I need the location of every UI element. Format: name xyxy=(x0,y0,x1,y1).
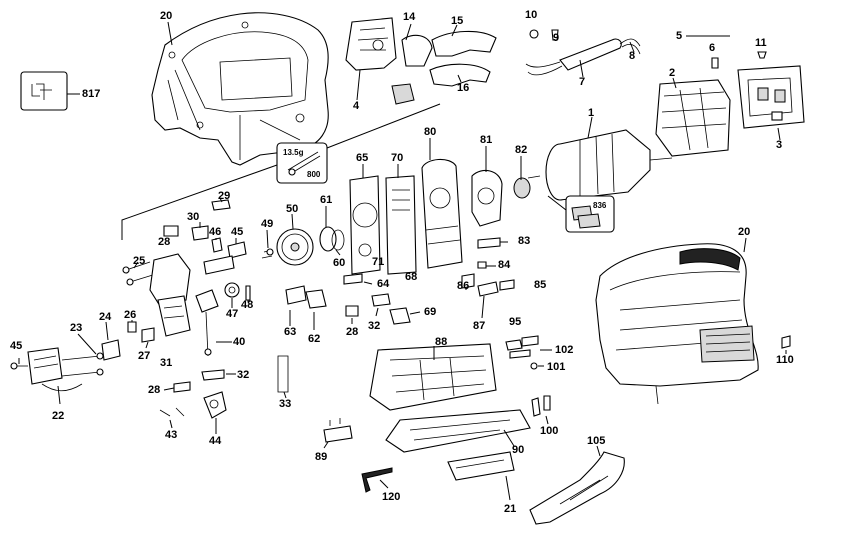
callout-100: 100 xyxy=(540,425,559,437)
callout-88: 88 xyxy=(435,336,448,348)
callout-25: 25 xyxy=(133,255,146,267)
callout-24: 24 xyxy=(99,311,112,323)
callout-63: 63 xyxy=(284,326,297,338)
callout-71: 71 xyxy=(372,256,385,268)
callout-49: 49 xyxy=(261,218,274,230)
callout-31: 31 xyxy=(160,357,173,369)
callout-4: 4 xyxy=(353,100,360,112)
callout-47: 47 xyxy=(226,308,239,320)
callout-69: 69 xyxy=(424,306,437,318)
callout-62: 62 xyxy=(308,333,321,345)
housing-half-left xyxy=(151,12,329,166)
callout-43: 43 xyxy=(165,429,178,441)
gear-plates xyxy=(349,158,531,275)
callout-14: 14 xyxy=(403,11,416,23)
callout-26: 26 xyxy=(124,309,137,321)
armature xyxy=(527,129,673,201)
callout-3: 3 xyxy=(776,139,783,151)
parts-89-120 xyxy=(323,418,393,493)
parts-lower-middle xyxy=(285,273,411,325)
callout-29: 29 xyxy=(218,190,231,202)
callout-23: 23 xyxy=(70,322,83,334)
callout-45-b: 45 xyxy=(10,340,23,352)
plunger-assembly xyxy=(122,253,251,357)
shoe-plate xyxy=(369,343,531,481)
callout-105: 105 xyxy=(587,435,606,447)
callout-27: 27 xyxy=(138,350,151,362)
callout-9: 9 xyxy=(553,32,560,44)
callout-11: 11 xyxy=(755,37,767,49)
callout-20: 20 xyxy=(160,10,173,22)
callout-46: 46 xyxy=(209,226,222,238)
callout-32: 32 xyxy=(368,320,381,332)
callout-30: 30 xyxy=(187,211,200,223)
callout-89: 89 xyxy=(315,451,328,463)
callout-101: 101 xyxy=(547,361,566,373)
callout-8: 8 xyxy=(629,50,636,62)
callout-40: 40 xyxy=(233,336,246,348)
callout-15: 15 xyxy=(451,15,464,27)
dust-nozzle xyxy=(529,451,625,525)
parts-95-102 xyxy=(505,335,551,417)
callout-28-c: 28 xyxy=(148,384,161,396)
callout-61: 61 xyxy=(320,194,333,206)
callout-64: 64 xyxy=(377,278,390,290)
callout-1: 1 xyxy=(588,107,595,119)
callout-83: 83 xyxy=(518,235,531,247)
kit-836-label: 836 xyxy=(593,201,607,210)
callout-65: 65 xyxy=(356,152,369,164)
housing-half-right xyxy=(595,243,759,405)
callout-80: 80 xyxy=(424,126,437,138)
callout-10: 10 xyxy=(525,9,538,21)
callout-7: 7 xyxy=(579,76,586,88)
parts-right-middle xyxy=(461,237,515,297)
callout-110: 110 xyxy=(776,354,794,366)
grease-part-label: 800 xyxy=(307,170,321,179)
parts-lower-left xyxy=(159,355,289,419)
callout-817: 817 xyxy=(82,88,101,100)
callout-22: 22 xyxy=(52,410,65,422)
callout-95: 95 xyxy=(509,316,522,328)
callout-28-b: 28 xyxy=(346,326,359,338)
callout-60: 60 xyxy=(333,257,346,269)
callout-16: 16 xyxy=(457,82,470,94)
callout-45: 45 xyxy=(231,226,244,238)
callout-90: 90 xyxy=(512,444,525,456)
callout-6: 6 xyxy=(709,42,716,54)
callout-68: 68 xyxy=(405,271,418,283)
callout-84: 84 xyxy=(498,259,511,271)
switch-assembly xyxy=(345,17,497,105)
callout-81: 81 xyxy=(480,134,493,146)
motor-field xyxy=(655,65,805,157)
callout-5: 5 xyxy=(676,30,683,42)
callout-48: 48 xyxy=(241,299,254,311)
callout-86: 86 xyxy=(457,280,470,292)
gears xyxy=(261,226,345,266)
callout-44: 44 xyxy=(209,435,222,447)
callout-85: 85 xyxy=(534,279,547,291)
power-cord xyxy=(525,29,641,76)
callout-87: 87 xyxy=(473,320,486,332)
kit-836-box xyxy=(565,195,615,233)
callout-2: 2 xyxy=(669,67,676,79)
callout-102: 102 xyxy=(555,344,574,356)
grease-kit-box xyxy=(276,142,328,184)
callout-32-b: 32 xyxy=(237,369,250,381)
shoe-lever-assembly xyxy=(10,321,155,392)
small-parts-mid xyxy=(163,199,247,275)
callout-70: 70 xyxy=(391,152,404,164)
callout-33: 33 xyxy=(279,398,292,410)
label-817-part xyxy=(20,71,80,111)
callout-28: 28 xyxy=(158,236,171,248)
callout-120: 120 xyxy=(382,491,401,503)
callout-82: 82 xyxy=(515,144,528,156)
callout-20-b: 20 xyxy=(738,226,751,238)
callout-50: 50 xyxy=(286,203,299,215)
grease-weight-label: 13.5g xyxy=(283,148,304,157)
callout-21: 21 xyxy=(504,503,517,515)
